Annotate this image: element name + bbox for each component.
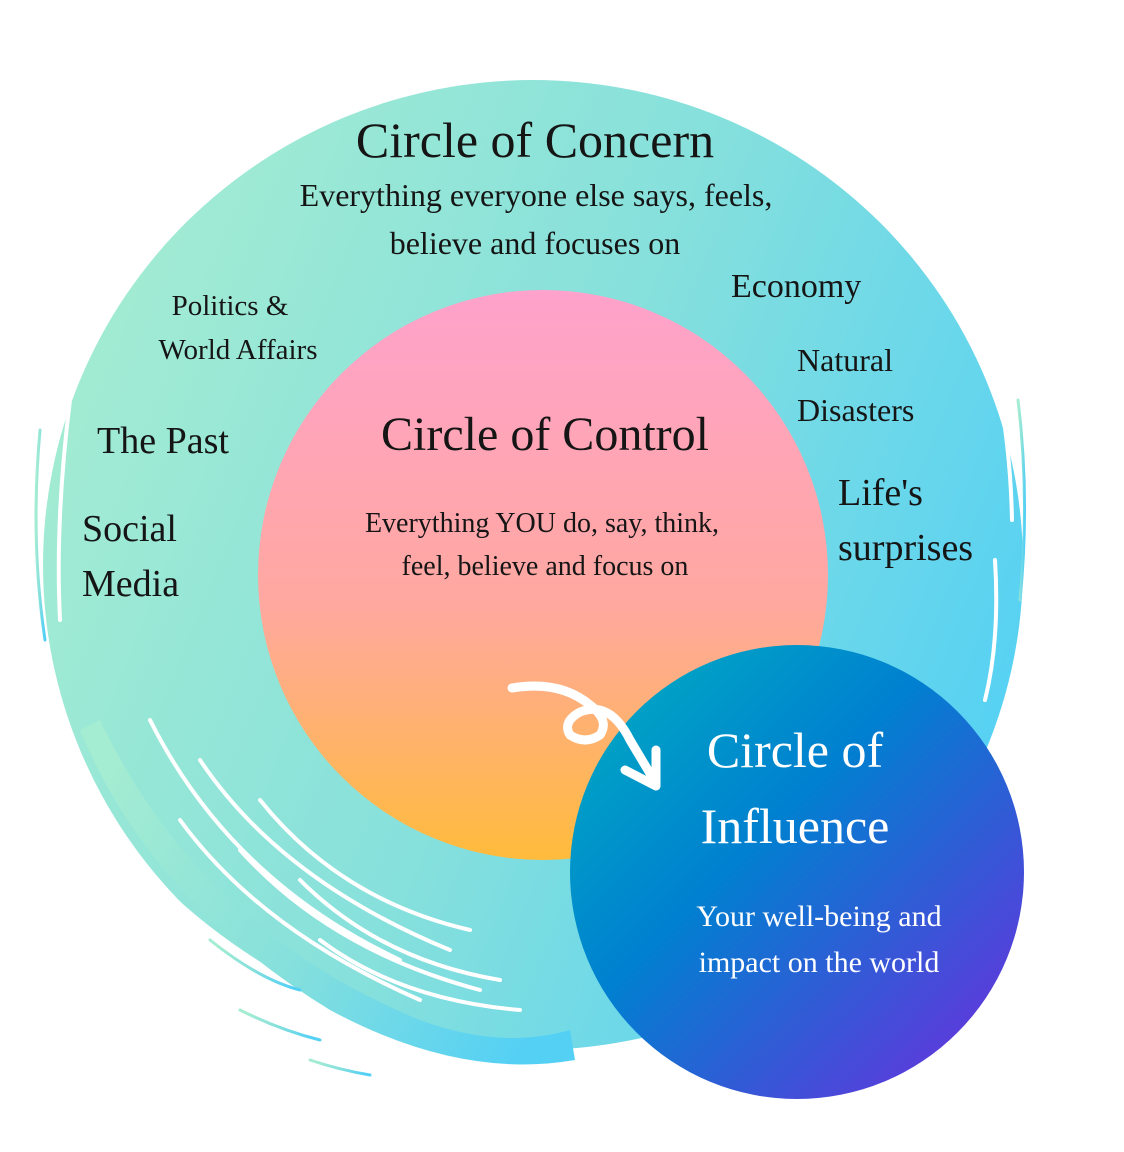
concern-item-lifes-surprises-line2: surprises	[838, 527, 974, 569]
control-description-line1: Everything YOU do, say, think,	[364, 508, 720, 539]
control-description-line2: feel, believe and focus on	[401, 551, 689, 582]
influence-title-line2: Influence	[700, 798, 890, 854]
concern-description-line2: believe and focuses on	[389, 225, 681, 261]
concern-title: Circle of Concern	[355, 112, 715, 168]
control-title: Circle of Control	[381, 408, 709, 461]
concern-item-lifes-surprises-line1: Life's	[838, 472, 923, 514]
concern-item-natural-disasters-line2: Disasters	[797, 392, 915, 428]
concern-item-natural-disasters-line1: Natural	[797, 342, 893, 378]
concern-item-the-past: The Past	[97, 420, 229, 462]
concern-item-politics-line1: Politics &	[171, 290, 289, 322]
concern-item-social-media-line1: Social	[82, 508, 177, 550]
influence-title-line1: Circle of	[706, 722, 884, 778]
concern-description-line1: Everything everyone else says, feels,	[299, 177, 773, 213]
concern-item-politics-line2: World Affairs	[158, 334, 318, 366]
curly-arrow-icon	[507, 681, 661, 791]
influence-description-line2: impact on the world	[698, 946, 940, 979]
influence-description-line1: Your well-being and	[696, 900, 942, 933]
concern-item-economy: Economy	[731, 268, 862, 305]
concern-item-social-media-line2: Media	[82, 563, 180, 605]
influence-circle	[570, 645, 1024, 1099]
